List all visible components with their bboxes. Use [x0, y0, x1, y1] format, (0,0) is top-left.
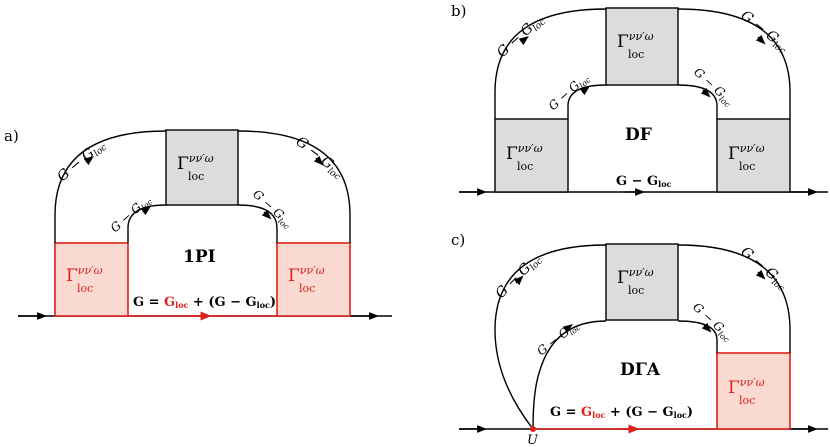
svg-text:loc: loc: [299, 282, 315, 295]
panel-a-label: a): [4, 127, 19, 145]
panel-c-vertex-label: U: [527, 433, 539, 447]
panel-b: b) G − Gloc G − Gloc G − Gloc G − Gloc: [451, 2, 828, 196]
panel-c-label: c): [451, 231, 465, 249]
panel-c-title: DΓA: [620, 360, 661, 380]
svg-text:loc: loc: [739, 160, 755, 173]
svg-text:G − Gloc: G − Gloc: [736, 244, 791, 294]
panel-a-vertex-left: [54, 242, 129, 317]
svg-text:loc: loc: [77, 282, 93, 295]
svg-text:Γνν′ω: Γνν′ω: [617, 30, 654, 52]
svg-text:Γνν′ω: Γνν′ω: [728, 142, 765, 164]
panel-c: c) U G − Gloc G − Gloc G − Gloc: [451, 231, 828, 447]
panel-a-vertex-right: [276, 242, 351, 317]
panel-b-label: b): [451, 2, 466, 20]
svg-text:G − Gloc: G − Gloc: [534, 317, 583, 360]
panel-c-equation: G = Gloc + (G − Gloc): [550, 405, 693, 420]
svg-text:G − Gloc: G − Gloc: [108, 192, 155, 237]
svg-text:G − Gloc: G − Gloc: [494, 11, 548, 62]
svg-text:loc: loc: [739, 394, 755, 407]
svg-text:Γνν′ω: Γνν′ω: [728, 376, 765, 398]
svg-text:Γνν′ω: Γνν′ω: [177, 152, 214, 174]
panel-c-vertex-u: [530, 426, 536, 432]
panel-a-equation: G = Gloc + (G − Gloc): [133, 295, 276, 310]
svg-text:loc: loc: [188, 170, 204, 183]
svg-text:G − Gloc: G − Gloc: [546, 70, 593, 115]
svg-text:loc: loc: [628, 48, 644, 61]
svg-text:Γνν′ω: Γνν′ω: [506, 142, 543, 164]
panel-b-title: DF: [625, 125, 652, 145]
svg-text:Γνν′ω: Γνν′ω: [617, 266, 654, 288]
svg-text:loc: loc: [517, 160, 533, 173]
panel-a: a) G − Gloc G − Gloc G − Gloc: [4, 127, 392, 321]
svg-text:G − Gloc: G − Gloc: [736, 8, 791, 57]
svg-text:Γνν′ω: Γνν′ω: [66, 264, 103, 286]
svg-text:G − Gloc: G − Gloc: [291, 134, 346, 183]
svg-text:G − Gloc: G − Gloc: [493, 251, 546, 304]
panel-b-bottom-label: G − Gloc: [616, 174, 672, 189]
panel-a-title: 1PI: [183, 247, 216, 267]
svg-text:G − Gloc: G − Gloc: [249, 187, 296, 232]
panel-b-vertex-left: [494, 118, 569, 193]
svg-text:Γνν′ω: Γνν′ω: [288, 264, 325, 286]
panel-b-vertex-right: [716, 118, 791, 193]
panel-a-vertex-top: [165, 129, 239, 206]
panel-b-vertex-top: [605, 7, 679, 86]
panel-c-vertex-right: [716, 352, 791, 430]
panel-c-vertex-top: [605, 243, 679, 321]
svg-text:loc: loc: [628, 284, 644, 297]
svg-text:G − Gloc: G − Gloc: [54, 137, 109, 187]
